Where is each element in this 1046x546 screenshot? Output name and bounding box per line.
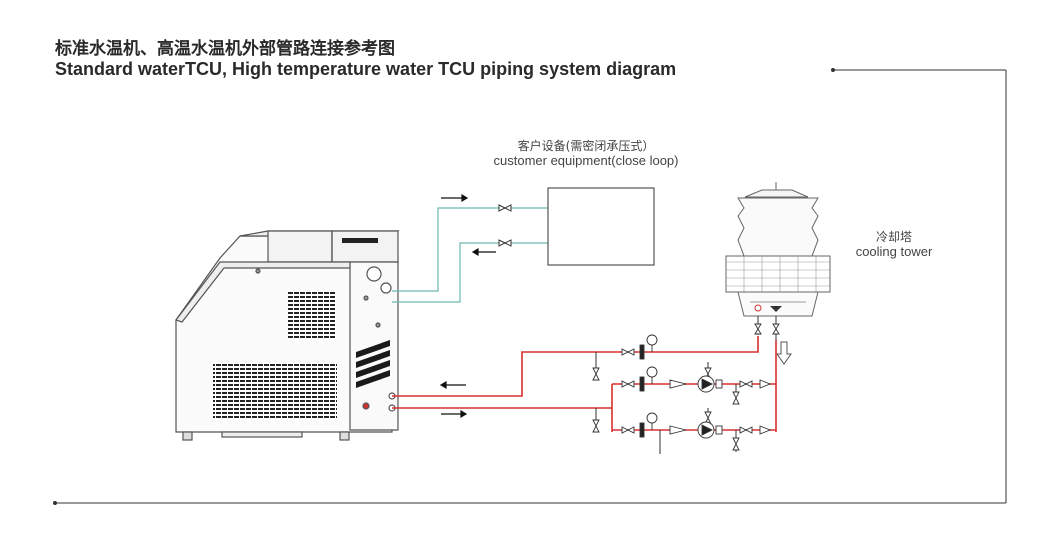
flow-arrows [439,193,496,419]
arrow-left-red [439,380,466,390]
drain-stubs [595,352,737,454]
flow-down-arrow [776,341,792,365]
customer-equipment-box [547,187,655,266]
arrow-right-red [441,409,468,419]
customer-valves [498,204,512,247]
title-english: Standard waterTCU, High temperature wate… [55,59,677,79]
customer-equipment-label-cn: 客户设备(需密闭承压式） [518,138,655,153]
customer-equipment-label-en: customer equipment(close loop) [494,153,679,168]
arrow-right-top [441,193,469,203]
tower-valves [754,323,780,335]
cooling-tower-label-cn: 冷却塔 [876,230,912,244]
cooling-tower-label-en: cooling tower [856,244,933,259]
customer-pipes [392,207,548,303]
tcu-machine [175,230,400,441]
frame-lines [53,68,1007,505]
arrow-left-teal [471,247,496,257]
title-chinese: 标准水温机、高温水温机外部管路连接参考图 [55,39,395,59]
cooling-tower [725,182,831,340]
pipe-valves [592,334,772,451]
